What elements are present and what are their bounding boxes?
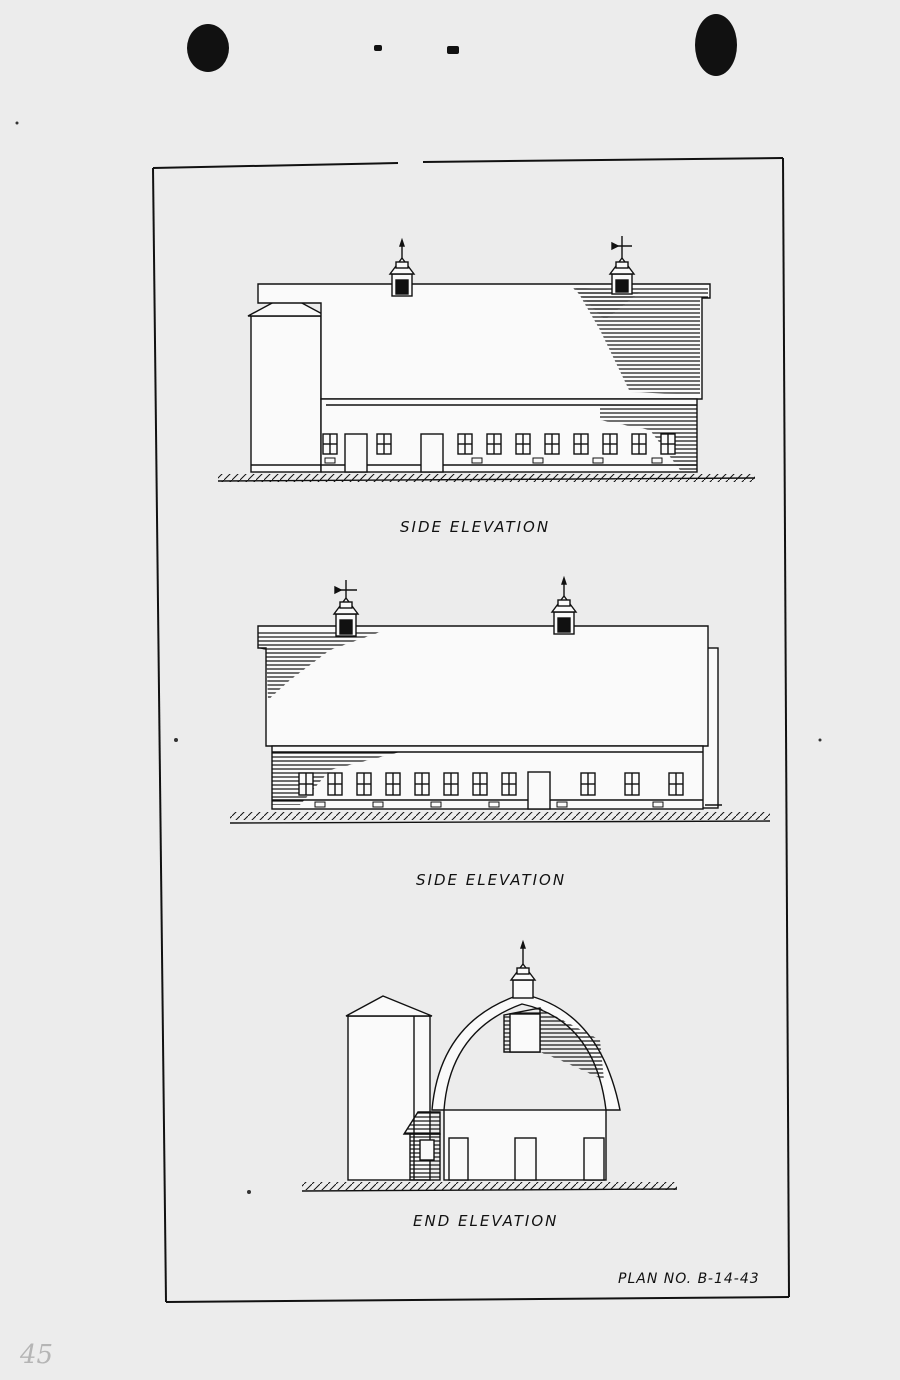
punch-hole-left (187, 24, 229, 72)
door (344, 433, 368, 473)
smudge-mark (374, 45, 382, 51)
end-elevation (301, 939, 678, 1192)
door (514, 1137, 537, 1181)
door (583, 1137, 605, 1181)
cupola (388, 237, 416, 297)
smudge-mark (447, 46, 459, 54)
barn-arch-roof (431, 993, 621, 1111)
caption-side-elevation-top: SIDE ELEVATION (400, 518, 551, 536)
window-row (298, 772, 684, 796)
cupola (509, 939, 537, 999)
cupola (550, 575, 578, 635)
side-elevation-middle (229, 575, 771, 824)
door (420, 433, 444, 473)
punch-hole-right (695, 14, 737, 76)
silo (250, 315, 322, 473)
margin-note: 45 (20, 1340, 54, 1370)
silo-roof (345, 995, 433, 1017)
door (448, 1137, 469, 1181)
cupola-weathervane (332, 580, 360, 637)
cupola-weathervane (608, 236, 636, 295)
door (527, 771, 551, 810)
plan-number: PLAN NO. B-14-43 (618, 1271, 760, 1287)
drawing-frame (152, 157, 790, 1303)
silo-roof (247, 294, 327, 317)
caption-end-elevation: END ELEVATION (413, 1212, 559, 1230)
window-row (322, 433, 676, 455)
caption-side-elevation-middle: SIDE ELEVATION (416, 871, 567, 889)
side-elevation-top (217, 236, 756, 482)
